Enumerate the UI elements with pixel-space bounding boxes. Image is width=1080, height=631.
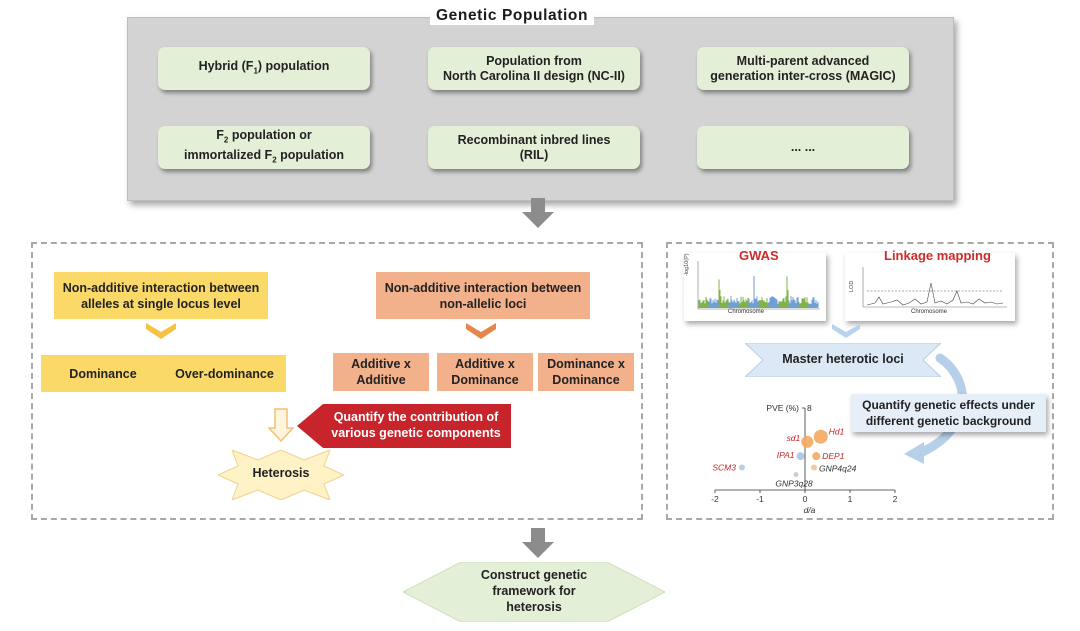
- genetic-population-title: Genetic Population: [430, 7, 595, 25]
- dominance-box: Dominance: [41, 355, 165, 392]
- quantify-effects-box: Quantify genetic effects under different…: [851, 394, 1046, 432]
- x-axis-label: d/a: [804, 505, 816, 515]
- pop-box-hybrid-f1: Hybrid (F1) population: [158, 47, 370, 90]
- gwas-plot: [684, 253, 826, 321]
- scatter-point: [811, 464, 817, 471]
- point-label: GNP3q28: [775, 479, 813, 489]
- linkage-lod-curve: [862, 267, 1007, 308]
- y-axis-label: PVE (%): [766, 403, 799, 413]
- linkage-plot: [845, 253, 1015, 321]
- master-heterotic-loci-banner: [745, 343, 941, 377]
- over-dominance-box: Over-dominance: [163, 355, 286, 392]
- framework-label: Construct genetic framework for heterosi…: [480, 568, 588, 614]
- genetic-components-panel: [31, 242, 643, 520]
- x-tick-label: 2: [893, 494, 898, 504]
- point-label: SCM3: [712, 462, 736, 472]
- pop-box-ril: Recombinant inbred lines(RIL): [428, 126, 640, 169]
- gwas-manhattan: [697, 261, 820, 310]
- y-tick-label: 8: [807, 403, 812, 413]
- point-label: IPA1: [777, 450, 795, 460]
- x-tick-label: 0: [803, 494, 808, 504]
- point-label: GNP4q24: [819, 463, 857, 473]
- heterosis-label: Heterosis: [252, 466, 310, 480]
- x-tick-label: -1: [756, 494, 764, 504]
- master-heterotic-loci-label: Master heterotic loci: [782, 352, 904, 366]
- pop-box-ellipsis: ... ...: [697, 126, 909, 169]
- quantify-contribution-label: Quantify the contribution of various gen…: [331, 410, 501, 440]
- genetic-population-panel: [127, 17, 954, 201]
- heterosis-star: [218, 450, 344, 500]
- down-arrow-top: [522, 198, 554, 228]
- point-label: Hd1: [829, 427, 845, 437]
- framework-hexagon: [403, 562, 665, 622]
- scatter-point: [739, 464, 745, 471]
- scatter-point: [793, 472, 799, 478]
- x-tick-label: 1: [848, 494, 853, 504]
- linkage-xlabel: Chromosome: [911, 309, 948, 315]
- chevron-down-icon: [832, 324, 860, 338]
- scatter-point: [796, 452, 805, 461]
- point-label: sd1: [787, 433, 801, 443]
- quantify-contribution-arrow: [297, 404, 511, 448]
- allelic-interaction-box: Non-additive interaction between alleles…: [54, 272, 268, 319]
- scatter-point: [813, 429, 828, 444]
- non-allelic-interaction-box: Non-additive interaction between non-all…: [376, 272, 590, 319]
- chevron-down-icon: [466, 323, 496, 339]
- gwas-title: GWAS: [739, 248, 779, 263]
- x-tick-label: -2: [711, 494, 719, 504]
- scatter-point: [801, 435, 814, 448]
- gwas-ylabel: -log10(P): [684, 253, 690, 276]
- gwas-xlabel: Chromosome: [728, 309, 765, 315]
- scatter-point: [812, 452, 821, 461]
- chevron-down-icon: [146, 323, 176, 339]
- linkage-title: Linkage mapping: [884, 248, 991, 263]
- point-label: DEP1: [822, 451, 844, 461]
- linkage-ylabel: LOD: [849, 280, 855, 292]
- outline-down-arrow-icon: [268, 408, 294, 442]
- down-arrow-bottom: [522, 528, 554, 558]
- heterotic-loci-panel: [666, 242, 1054, 520]
